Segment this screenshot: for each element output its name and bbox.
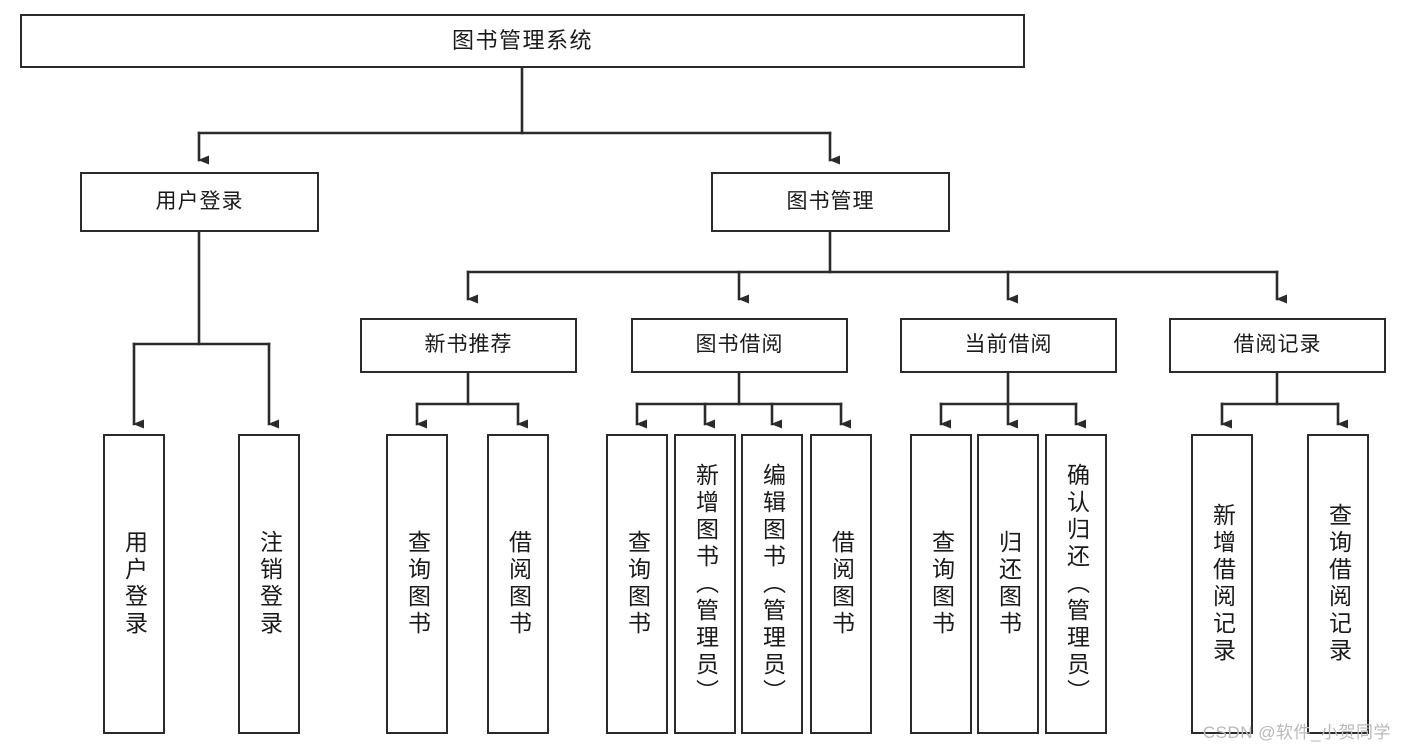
node-label: 确认归还（管理员） bbox=[1063, 462, 1090, 706]
node-label: 查询图书 bbox=[404, 530, 431, 638]
node-leaf-borrow-book-2[interactable]: 借阅图书 bbox=[810, 434, 872, 734]
node-label: 新增图书（管理员） bbox=[692, 462, 719, 706]
node-leaf-borrow-book-1[interactable]: 借阅图书 bbox=[487, 434, 549, 734]
node-leaf-logout[interactable]: 注销登录 bbox=[238, 434, 300, 734]
node-leaf-add-record[interactable]: 新增借阅记录 bbox=[1191, 434, 1253, 734]
node-leaf-add-book[interactable]: 新增图书（管理员） bbox=[674, 434, 736, 734]
node-root-book-management-system[interactable]: 图书管理系统 bbox=[20, 14, 1025, 68]
node-label: 图书管理 bbox=[786, 189, 875, 213]
node-label: 归还图书 bbox=[995, 530, 1022, 638]
node-label: 新书推荐 bbox=[424, 333, 513, 357]
node-label: 编辑图书（管理员） bbox=[759, 462, 786, 706]
node-book-borrow[interactable]: 图书借阅 bbox=[631, 318, 848, 373]
node-book-management[interactable]: 图书管理 bbox=[711, 172, 950, 232]
node-leaf-return-book[interactable]: 归还图书 bbox=[977, 434, 1039, 734]
node-label: 用户登录 bbox=[121, 530, 148, 638]
node-current-borrow[interactable]: 当前借阅 bbox=[900, 318, 1117, 373]
node-leaf-query-book-1[interactable]: 查询图书 bbox=[386, 434, 448, 734]
node-leaf-user-login[interactable]: 用户登录 bbox=[103, 434, 165, 734]
node-label: 图书管理系统 bbox=[451, 28, 593, 54]
node-label: 注销登录 bbox=[256, 530, 283, 638]
csdn-watermark: CSDN @软件_小贺同学 bbox=[1202, 723, 1391, 742]
node-label: 新增借阅记录 bbox=[1209, 503, 1236, 665]
node-leaf-query-record[interactable]: 查询借阅记录 bbox=[1307, 434, 1369, 734]
node-leaf-query-book-3[interactable]: 查询图书 bbox=[910, 434, 972, 734]
node-label: 查询图书 bbox=[928, 530, 955, 638]
node-user-login[interactable]: 用户登录 bbox=[80, 172, 319, 232]
node-label: 用户登录 bbox=[155, 189, 244, 213]
node-label: 借阅图书 bbox=[505, 530, 532, 638]
node-borrow-record[interactable]: 借阅记录 bbox=[1169, 318, 1386, 373]
node-label: 借阅记录 bbox=[1233, 333, 1322, 357]
node-label: 借阅图书 bbox=[828, 530, 855, 638]
node-leaf-edit-book[interactable]: 编辑图书（管理员） bbox=[741, 434, 803, 734]
node-leaf-confirm-return[interactable]: 确认归还（管理员） bbox=[1045, 434, 1107, 734]
node-label: 查询借阅记录 bbox=[1325, 503, 1352, 665]
node-label: 当前借阅 bbox=[964, 333, 1053, 357]
node-label: 图书借阅 bbox=[695, 333, 784, 357]
node-leaf-query-book-2[interactable]: 查询图书 bbox=[606, 434, 668, 734]
node-label: 查询图书 bbox=[624, 530, 651, 638]
node-new-book-recommend[interactable]: 新书推荐 bbox=[360, 318, 577, 373]
